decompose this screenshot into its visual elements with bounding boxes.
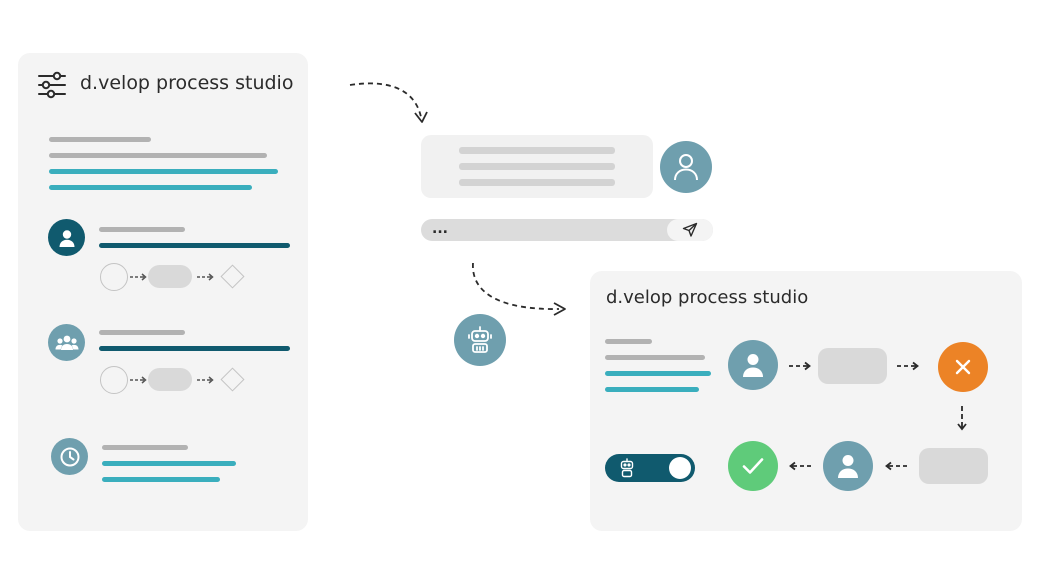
left-process-panel: d.velop process studio xyxy=(18,53,308,531)
placeholder-line xyxy=(99,227,185,232)
clock-icon xyxy=(51,438,88,475)
dashed-arrow-icon xyxy=(788,361,812,371)
flow-curved-arrow-icon xyxy=(345,75,435,130)
placeholder-line xyxy=(49,169,278,174)
placeholder-line xyxy=(605,387,699,392)
robot-icon xyxy=(454,314,506,366)
task-node xyxy=(818,348,887,384)
placeholder-line xyxy=(459,147,615,154)
chat-input-value: ... xyxy=(432,221,448,237)
placeholder-line xyxy=(102,461,236,466)
start-event-node xyxy=(100,366,128,394)
task-node xyxy=(148,265,192,288)
flow-curved-arrow-icon xyxy=(465,258,575,318)
gateway-node xyxy=(220,367,245,392)
dashed-arrow-left-icon xyxy=(884,461,908,471)
dashed-arrow-icon xyxy=(129,375,147,385)
dashed-arrow-left-icon xyxy=(788,461,812,471)
send-button[interactable] xyxy=(667,219,713,241)
robot-icon xyxy=(617,458,637,478)
placeholder-line xyxy=(102,477,220,482)
send-icon xyxy=(682,222,698,238)
placeholder-line xyxy=(102,445,188,450)
gateway-node xyxy=(220,264,245,289)
user-avatar-icon xyxy=(660,141,712,193)
placeholder-line xyxy=(49,137,151,142)
robot-automation-toggle[interactable] xyxy=(605,454,695,482)
toggle-knob xyxy=(669,457,691,479)
reject-icon xyxy=(938,342,988,392)
placeholder-line xyxy=(605,355,705,360)
chat-input[interactable]: ... xyxy=(421,219,713,241)
placeholder-line xyxy=(459,163,615,170)
dashed-arrow-icon xyxy=(196,375,214,385)
user-avatar-icon xyxy=(48,219,85,256)
placeholder-line xyxy=(99,243,290,248)
right-panel-title: d.velop process studio xyxy=(606,287,809,308)
user-group-icon xyxy=(48,324,85,361)
placeholder-line xyxy=(459,179,615,186)
dashed-arrow-icon xyxy=(129,272,147,282)
user-avatar-icon xyxy=(823,441,873,491)
placeholder-line xyxy=(605,371,711,376)
placeholder-line xyxy=(49,153,267,158)
dashed-arrow-icon xyxy=(196,272,214,282)
task-node xyxy=(148,368,192,391)
left-panel-title: d.velop process studio xyxy=(80,72,294,94)
placeholder-line xyxy=(49,185,252,190)
chat-message-bubble xyxy=(421,135,653,198)
user-avatar-icon xyxy=(728,340,778,390)
approve-icon xyxy=(728,441,778,491)
start-event-node xyxy=(100,263,128,291)
right-process-panel: d.velop process studio xyxy=(590,271,1022,531)
dashed-arrow-down-icon xyxy=(956,405,968,433)
task-node xyxy=(919,448,988,484)
placeholder-line xyxy=(99,346,290,351)
dashed-arrow-icon xyxy=(896,361,920,371)
placeholder-line xyxy=(605,339,652,344)
placeholder-line xyxy=(99,330,185,335)
settings-sliders-icon[interactable] xyxy=(37,71,67,99)
